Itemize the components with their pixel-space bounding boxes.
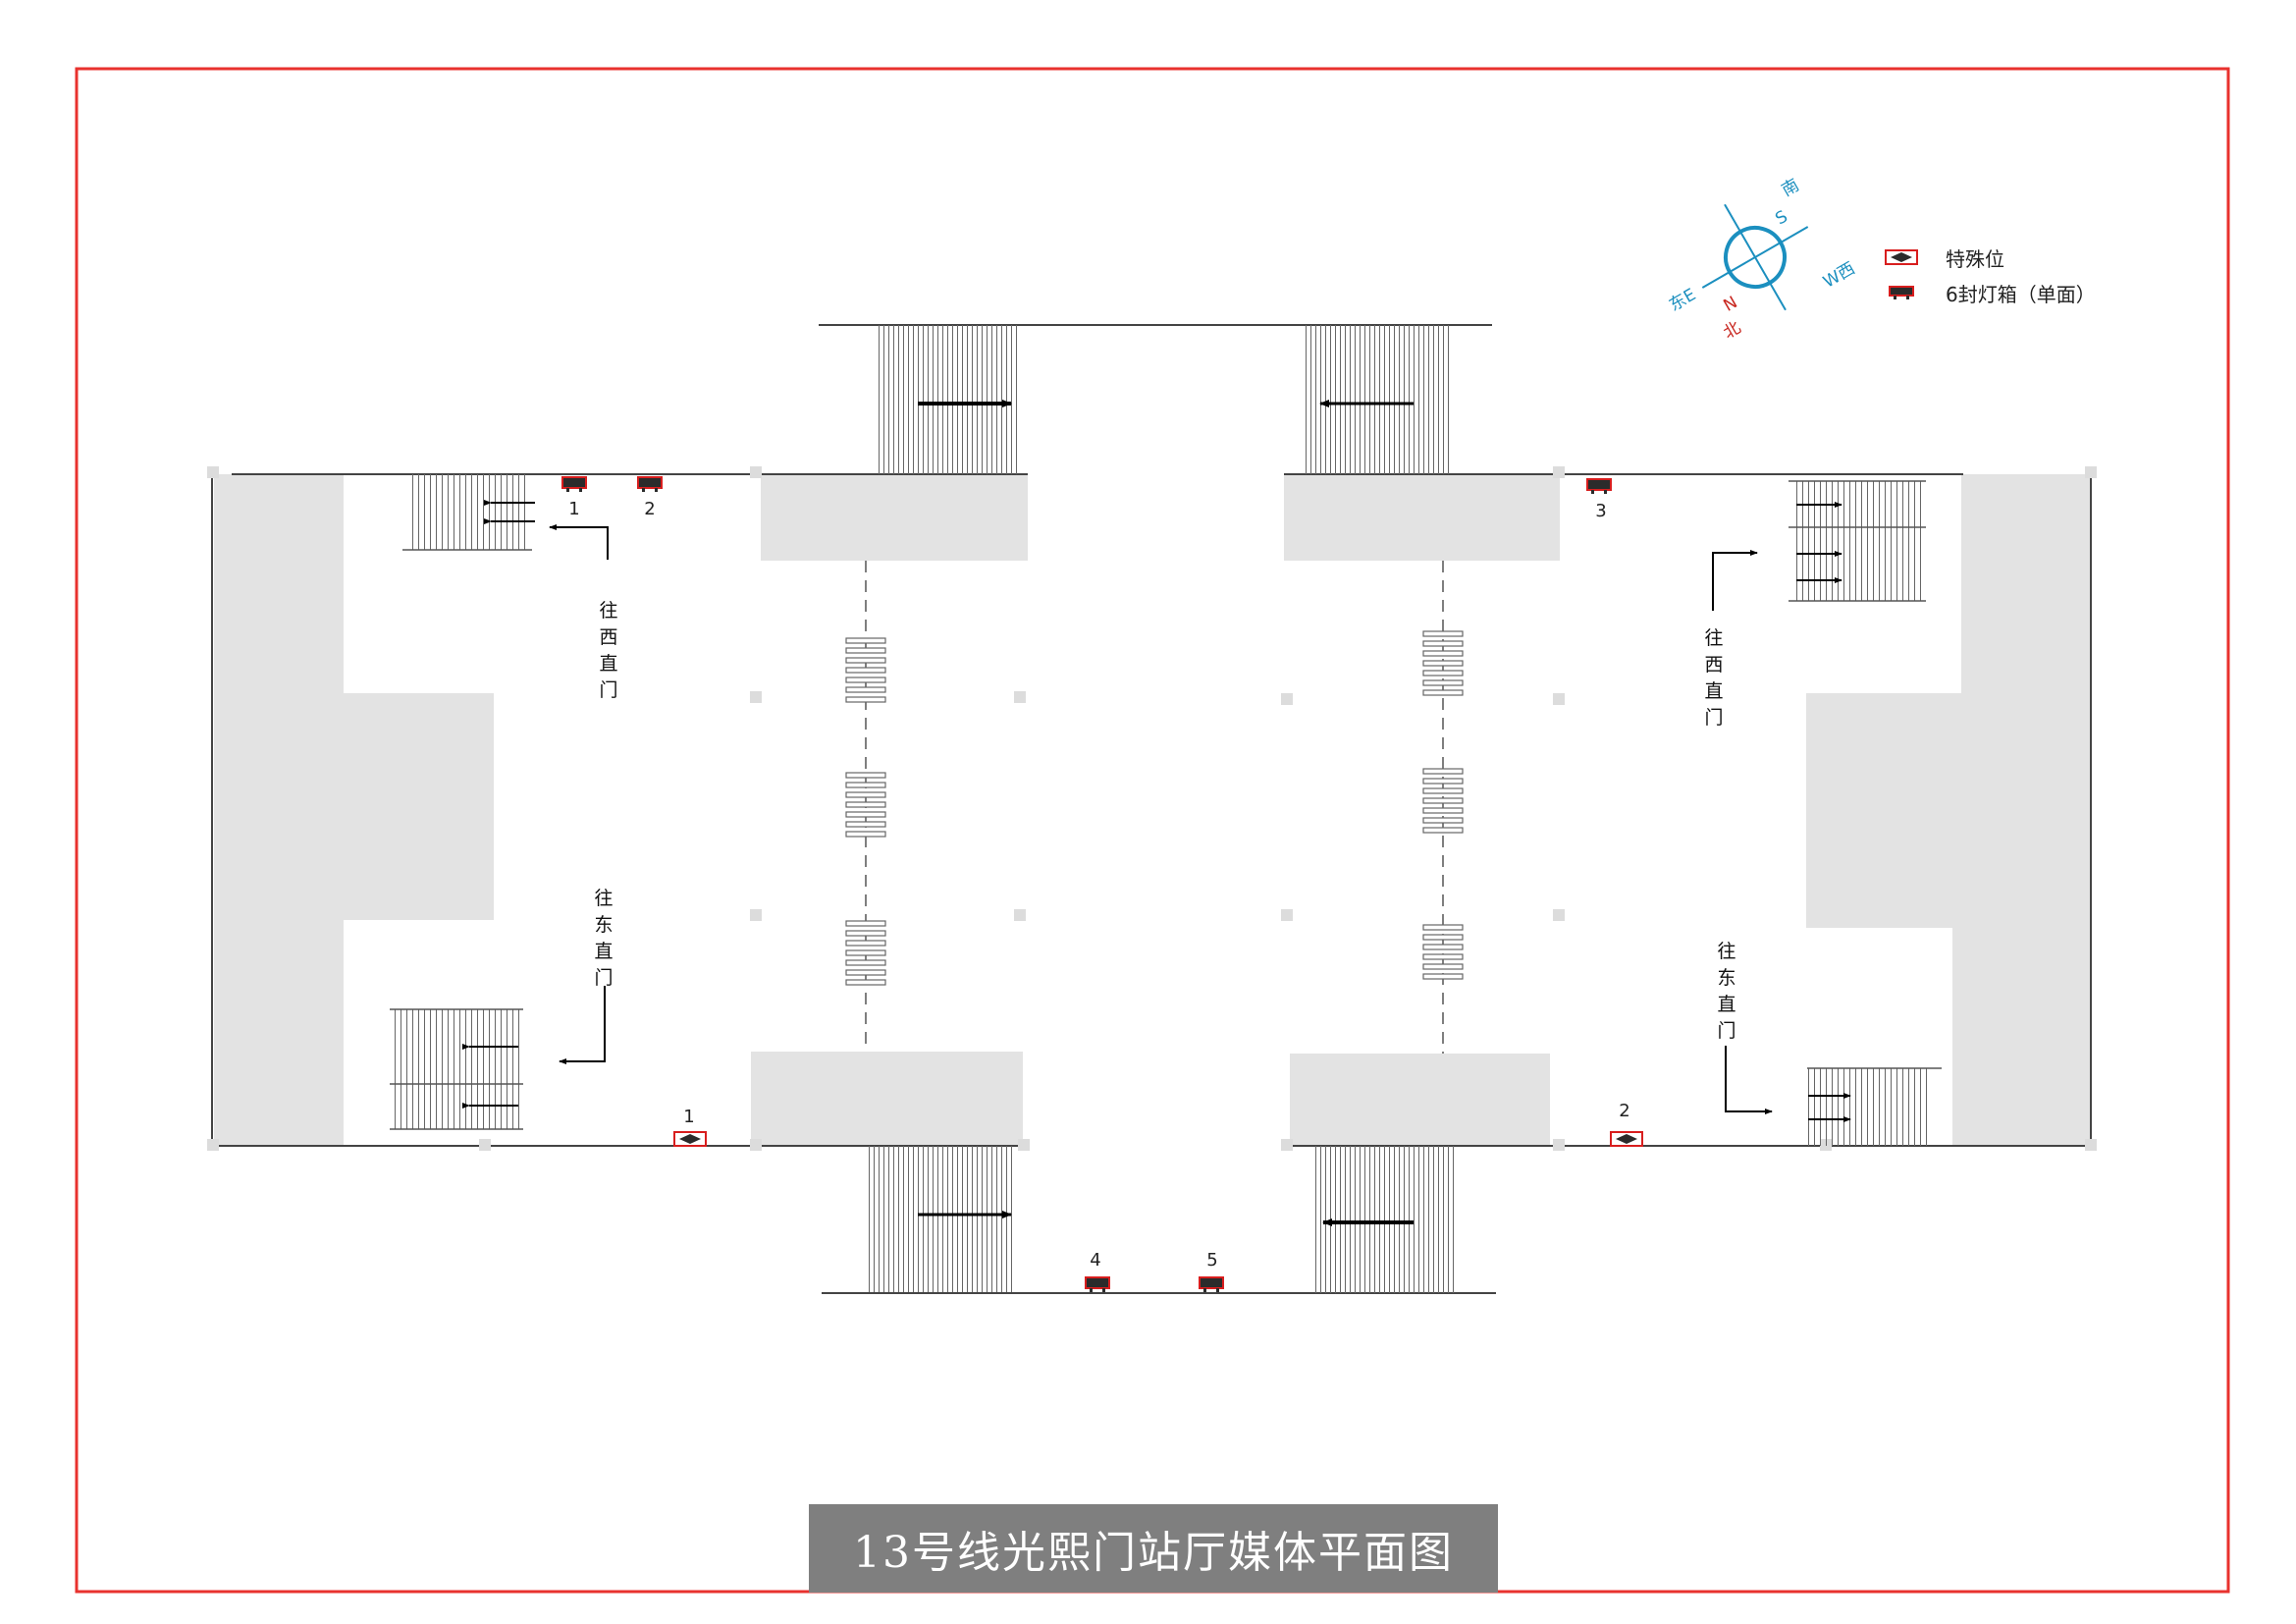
compass-east: 东E <box>1666 285 1699 315</box>
special-position-2[interactable]: 2 <box>1610 1101 1643 1147</box>
legend-label-special: 特殊位 <box>1946 246 2004 271</box>
dir-char: 直 <box>1704 680 1723 702</box>
stairs-top-right <box>1791 481 1924 601</box>
dir-char: 门 <box>1717 1020 1735 1042</box>
page-title: 13号线光熙门站厅媒体平面图 <box>853 1528 1454 1578</box>
left-hall <box>207 324 1496 1294</box>
escalator-top-right <box>1306 325 1451 474</box>
dir-char: 门 <box>1704 707 1723 729</box>
dir-char: 往 <box>594 888 613 909</box>
escalator-bottom-right <box>1311 1146 1458 1293</box>
stairs-bottom-left <box>390 1009 522 1129</box>
special-position-1[interactable]: 1 <box>673 1107 707 1147</box>
stairs-top-left <box>412 474 530 550</box>
dir-char: 门 <box>599 679 617 701</box>
direction-to-dongzhimen-right: 往 东 直 门 <box>1717 941 1735 1042</box>
direction-to-xizhimen-right: 往 西 直 门 <box>1704 627 1723 729</box>
direction-to-xizhimen-left: 往 西 直 门 <box>599 600 617 701</box>
special-position-2-label: 2 <box>1619 1101 1629 1121</box>
lightbox-icon <box>1889 286 1914 299</box>
dir-char: 往 <box>599 600 617 622</box>
legend-label-lightbox: 6封灯箱（单面） <box>1946 282 2096 306</box>
lightbox-1[interactable]: 1 <box>561 476 587 519</box>
special-position-1-label: 1 <box>683 1107 694 1127</box>
dir-char: 西 <box>599 626 617 648</box>
lightbox-5[interactable]: 5 <box>1199 1250 1224 1292</box>
legend-item-lightbox: 6封灯箱（单面） <box>1885 275 2096 310</box>
dir-char: 东 <box>594 914 613 936</box>
compass-south: S <box>1772 207 1790 230</box>
compass-north-cn: 北 <box>1720 318 1744 344</box>
compass-icon: 东E W西 S 南 N 北 <box>1666 176 1858 344</box>
lightbox-4-label: 4 <box>1090 1250 1100 1271</box>
title-bar: 13号线光熙门站厅媒体平面图 <box>809 1504 1498 1593</box>
escalator-top-left <box>876 325 1021 474</box>
lightbox-2[interactable]: 2 <box>637 476 663 519</box>
lightbox-1-label: 1 <box>568 499 579 519</box>
special-position-icon <box>1885 249 1918 265</box>
compass-south-cn: 南 <box>1779 176 1803 201</box>
direction-to-dongzhimen-left: 往 东 直 门 <box>594 888 613 989</box>
compass-west: W西 <box>1820 259 1858 293</box>
escalator-bottom-left <box>867 1146 1016 1293</box>
stairs-bottom-right <box>1807 1068 1929 1146</box>
legend-item-special: 特殊位 <box>1885 240 2096 275</box>
legend: 特殊位 6封灯箱（单面） <box>1885 240 2096 310</box>
dir-char: 直 <box>1717 994 1735 1015</box>
lightbox-4[interactable]: 4 <box>1085 1250 1110 1292</box>
lightbox-3-label: 3 <box>1595 501 1606 521</box>
right-hall <box>1281 325 2097 1293</box>
lightbox-2-label: 2 <box>644 499 655 519</box>
dir-char: 直 <box>599 653 617 675</box>
compass-north: N <box>1720 293 1740 316</box>
dir-char: 东 <box>1717 967 1735 989</box>
dir-char: 直 <box>594 941 613 962</box>
lightbox-5-label: 5 <box>1206 1250 1217 1271</box>
dir-char: 往 <box>1704 627 1723 649</box>
dir-char: 门 <box>594 967 613 989</box>
dir-char: 西 <box>1704 654 1723 676</box>
dir-char: 往 <box>1717 941 1735 962</box>
lightbox-3[interactable]: 3 <box>1586 478 1612 521</box>
